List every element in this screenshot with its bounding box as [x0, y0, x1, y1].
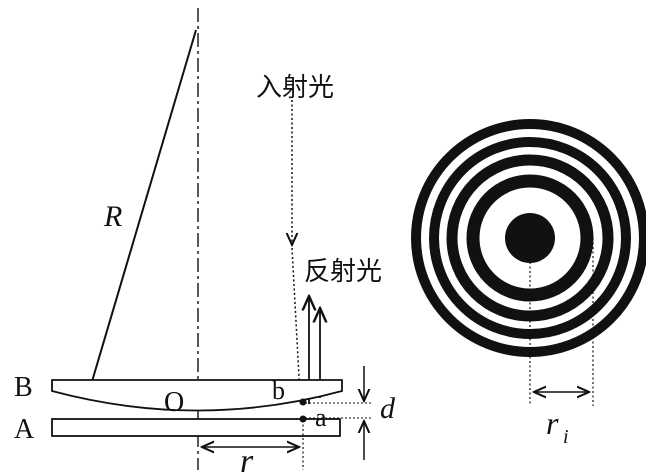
point-O-label: O: [164, 387, 184, 418]
plate-B-label: B: [14, 372, 33, 403]
plate-A: [51, 418, 341, 437]
incident-light-label: 入射光: [256, 73, 334, 103]
point-b-dot: [299, 398, 307, 406]
point-a-dot: [299, 415, 307, 423]
radius-line: [87, 29, 197, 396]
ring-center-spot: [505, 213, 555, 263]
gap-d-label: d: [380, 392, 396, 425]
plate-A-label: A: [14, 414, 35, 445]
ring-radius-label: r: [546, 405, 559, 441]
incident-ray-lower: [291, 247, 301, 396]
ring-radius-subscript: i: [563, 426, 569, 448]
distance-r-label: r: [240, 443, 254, 472]
plate-B: [51, 379, 343, 412]
point-b-label: b: [272, 376, 285, 405]
radius-label: R: [103, 200, 122, 233]
reflected-light-label: 反射光: [304, 257, 382, 287]
